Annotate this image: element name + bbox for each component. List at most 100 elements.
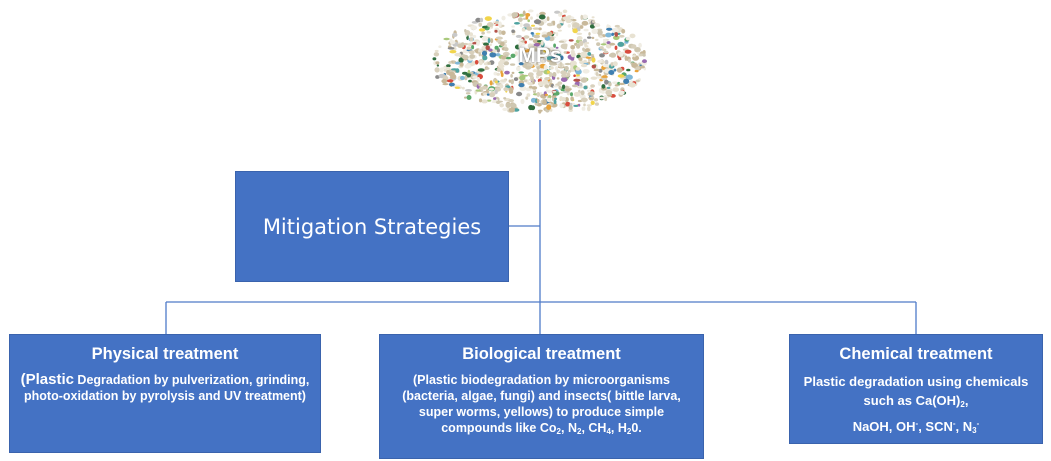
plastic-fragment: [582, 69, 590, 74]
plastic-fragment: [606, 27, 613, 31]
plastic-fragment: [616, 67, 623, 73]
plastic-fragment: [609, 42, 616, 46]
plastic-fragment: [638, 42, 642, 48]
plastic-fragment: [485, 67, 490, 70]
plastic-fragment: [600, 43, 607, 46]
plastic-fragment: [478, 83, 482, 87]
plastic-fragment: [570, 57, 575, 61]
plastic-fragment: [468, 79, 472, 83]
plastic-fragment: [563, 51, 567, 54]
plastic-fragment: [604, 59, 609, 65]
root-node-label: MPs: [518, 44, 562, 67]
plastic-fragment: [500, 70, 503, 75]
plastic-fragment: [464, 75, 468, 81]
plastic-fragment: [538, 110, 542, 114]
plastic-fragment: [580, 63, 588, 68]
plastic-fragment: [590, 76, 598, 80]
plastic-fragment: [559, 96, 563, 101]
plastic-fragment: [547, 89, 553, 94]
plastic-fragment: [544, 84, 550, 88]
plastic-fragment: [482, 25, 488, 29]
plastic-fragment: [513, 77, 519, 81]
plastic-fragment: [465, 89, 472, 92]
plastic-fragment: [558, 85, 562, 90]
plastic-fragment: [562, 84, 566, 90]
plastic-fragment: [535, 32, 541, 35]
plastic-fragment: [634, 47, 641, 53]
plastic-fragment: [579, 60, 584, 64]
plastic-fragment: [486, 93, 490, 96]
plastic-fragment: [554, 10, 561, 14]
plastic-fragment: [528, 85, 533, 89]
plastic-fragment: [613, 35, 620, 41]
plastic-fragment: [550, 49, 558, 53]
plastic-fragment: [515, 34, 522, 38]
plastic-fragment: [580, 90, 585, 96]
plastic-fragment: [532, 80, 535, 85]
plastic-fragment: [599, 53, 605, 58]
physical-treatment-node: Physical treatment (Plastic Degradation …: [9, 334, 321, 453]
plastic-fragment: [527, 19, 530, 23]
center-node-label: Mitigation Strategies: [262, 214, 482, 239]
plastic-fragment: [486, 31, 491, 34]
plastic-fragment: [556, 69, 561, 74]
plastic-fragment: [583, 103, 586, 107]
plastic-fragment: [617, 41, 625, 47]
plastic-fragment: [458, 57, 464, 63]
plastic-fragment: [636, 51, 640, 55]
plastic-fragment: [452, 32, 458, 37]
plastic-fragment: [563, 46, 568, 50]
plastic-fragment: [538, 27, 542, 31]
plastic-fragment: [482, 92, 489, 96]
plastic-fragment: [621, 28, 626, 34]
plastic-fragment: [612, 61, 618, 67]
plastic-fragment: [626, 68, 631, 72]
chemical-treatment-title: Chemical treatment: [839, 345, 993, 363]
plastic-fragment: [484, 16, 492, 21]
mitigation-strategies-node: Mitigation Strategies: [235, 171, 509, 282]
plastic-fragment: [472, 42, 478, 45]
plastic-fragment: [576, 36, 583, 41]
plastic-fragment: [603, 39, 607, 43]
plastic-fragment: [552, 20, 556, 26]
plastic-fragment: [579, 82, 583, 88]
plastic-fragment: [533, 34, 540, 39]
biological-treatment-node: Biological treatment (Plastic biodegrada…: [379, 334, 704, 459]
plastic-fragment: [580, 77, 588, 83]
plastic-fragment: [581, 20, 589, 26]
plastic-fragment: [577, 103, 581, 107]
plastic-fragment: [559, 102, 565, 109]
plastic-fragment: [518, 17, 523, 22]
plastic-fragment: [478, 48, 483, 54]
plastic-fragment: [530, 97, 537, 103]
plastic-fragment: [588, 91, 595, 96]
plastic-fragment: [466, 95, 472, 100]
plastic-fragment: [614, 84, 619, 87]
plastic-fragment: [495, 20, 499, 25]
plastic-fragment: [553, 43, 556, 48]
plastic-fragment: [583, 28, 589, 32]
plastic-fragment: [510, 53, 516, 58]
plastic-fragment: [614, 24, 620, 28]
plastic-fragment: [642, 53, 646, 57]
plastic-fragment: [596, 42, 601, 46]
plastic-fragment: [499, 83, 504, 89]
plastic-fragment: [501, 24, 505, 27]
plastic-fragment: [536, 13, 539, 18]
plastic-fragment: [586, 41, 590, 45]
plastic-fragment: [449, 50, 457, 54]
plastic-fragment: [605, 32, 612, 38]
plastic-fragment: [471, 45, 475, 50]
plastic-fragment: [601, 90, 605, 94]
plastic-fragment: [522, 10, 526, 16]
plastic-fragment: [509, 89, 514, 94]
plastic-fragment: [582, 47, 585, 52]
plastic-fragment: [469, 54, 476, 59]
plastic-fragment: [528, 55, 534, 58]
plastic-fragment: [481, 86, 487, 90]
biological-treatment-title: Biological treatment: [462, 345, 621, 363]
plastic-fragment: [511, 33, 516, 36]
plastic-fragment: [552, 90, 557, 93]
plastic-fragment: [573, 91, 581, 97]
